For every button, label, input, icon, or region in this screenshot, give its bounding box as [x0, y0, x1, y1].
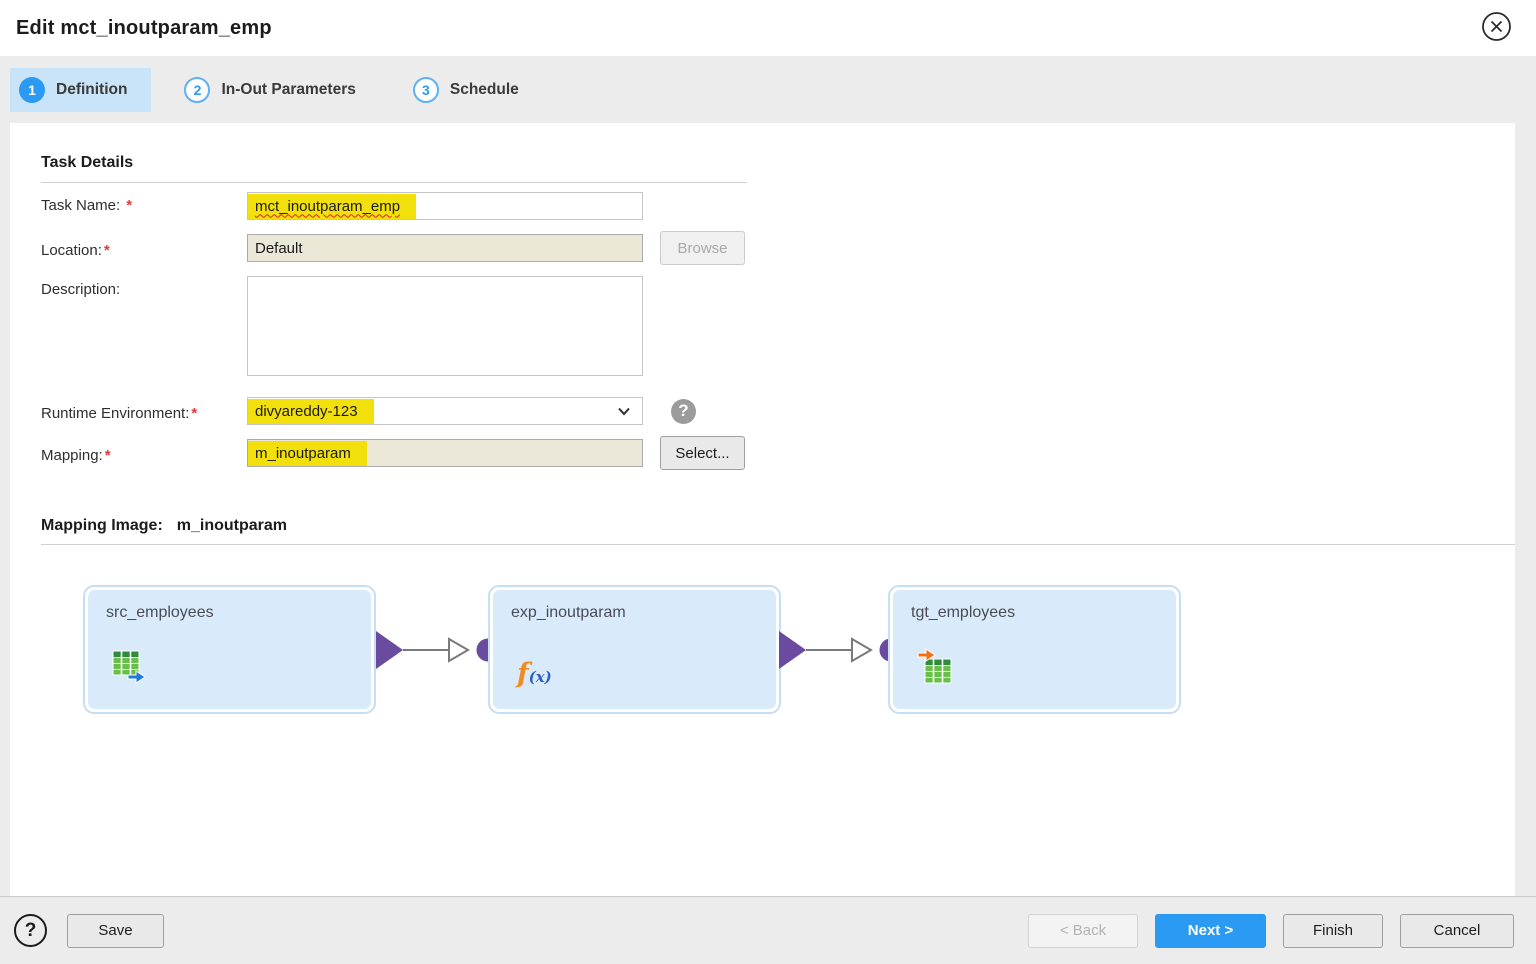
definition-panel: Task Details Task Name:* mct_inoutparam_… [10, 123, 1515, 896]
required-marker: * [191, 405, 198, 422]
source-table-icon [112, 650, 148, 689]
step-2-badge: 2 [184, 76, 211, 103]
node-tgt-employees[interactable]: tgt_employees [888, 585, 1181, 714]
task-details-form: Task Name:* mct_inoutparam_emp Location:… [41, 192, 1515, 470]
task-details-heading: Task Details [41, 154, 134, 171]
connector-src-to-exp [376, 631, 503, 669]
divider [41, 182, 747, 183]
tab-in-out-parameters[interactable]: 2 In-Out Parameters [175, 68, 379, 112]
dialog-footer: ? Save < Back Next > Finish Cancel [0, 896, 1536, 964]
runtime-environment-label: Runtime Environment:* [41, 405, 198, 422]
mapping-label: Mapping:* [41, 447, 111, 464]
function-icon: f(x) [517, 658, 552, 689]
node-label: tgt_employees [911, 604, 1016, 621]
dialog-header: Edit mct_inoutparam_emp [0, 0, 1536, 56]
node-src-employees[interactable]: src_employees [83, 585, 376, 714]
content-area: Task Details Task Name:* mct_inoutparam_… [0, 123, 1536, 896]
location-row: Location:* Default Browse [41, 231, 1515, 265]
dialog-title: Edit mct_inoutparam_emp [16, 16, 272, 39]
footer-right-buttons: < Back Next > Finish Cancel [1028, 913, 1514, 948]
mapping-image-name: m_inoutparam [176, 517, 288, 534]
runtime-environment-select[interactable]: divyareddy-123 [247, 397, 643, 425]
mapping-input: m_inoutparam [247, 439, 643, 467]
tab-definition[interactable]: 1 Definition [10, 67, 152, 112]
target-table-icon [917, 648, 953, 689]
description-input[interactable] [247, 276, 643, 376]
runtime-help-icon[interactable]: ? [671, 398, 696, 424]
runtime-environment-row: Runtime Environment:* divyareddy-123 ? [41, 397, 1515, 425]
tab-schedule[interactable]: 3 Schedule [404, 68, 543, 112]
location-value: Default [255, 239, 303, 257]
next-button[interactable]: Next > [1155, 913, 1266, 948]
required-marker: * [126, 197, 133, 214]
runtime-environment-value: divyareddy-123 [248, 398, 374, 424]
cancel-button[interactable]: Cancel [1400, 913, 1514, 948]
step-1-badge: 1 [19, 76, 45, 103]
close-button[interactable] [1480, 12, 1512, 44]
description-label: Description: [41, 281, 121, 298]
back-button[interactable]: < Back [1028, 913, 1138, 948]
save-button[interactable]: Save [67, 913, 164, 948]
chevron-down-icon [615, 402, 633, 420]
browse-button[interactable]: Browse [660, 231, 745, 265]
node-exp-inoutparam[interactable]: exp_inoutparam f(x) [488, 585, 781, 714]
close-icon [1481, 11, 1512, 45]
required-marker: * [103, 242, 110, 259]
mapping-row: Mapping:* m_inoutparam Select... [41, 436, 1515, 470]
step-3-badge: 3 [412, 76, 439, 103]
mapping-image-heading: Mapping Image: m_inoutparam [41, 517, 288, 534]
task-name-label: Task Name:* [41, 197, 133, 214]
node-label: src_employees [106, 604, 214, 621]
task-name-row: Task Name:* mct_inoutparam_emp [41, 192, 1515, 220]
finish-button[interactable]: Finish [1283, 913, 1383, 948]
divider [41, 544, 1515, 545]
step-3-label: Schedule [449, 80, 519, 98]
description-row: Description: [41, 276, 1515, 376]
task-name-value: mct_inoutparam_emp [255, 197, 401, 215]
wizard-step-bar: 1 Definition 2 In-Out Parameters 3 Sched… [0, 56, 1536, 123]
location-input: Default [247, 234, 643, 262]
task-name-input[interactable]: mct_inoutparam_emp [247, 192, 643, 220]
required-marker: * [104, 447, 111, 464]
step-2-label: In-Out Parameters [221, 80, 356, 98]
help-icon[interactable]: ? [14, 914, 47, 947]
node-label: exp_inoutparam [511, 604, 626, 621]
step-1-label: Definition [56, 80, 128, 98]
select-mapping-button[interactable]: Select... [660, 436, 745, 470]
location-label: Location:* [41, 242, 110, 259]
mapping-diagram: src_employees [41, 577, 1515, 807]
mapping-value: m_inoutparam [248, 440, 367, 466]
